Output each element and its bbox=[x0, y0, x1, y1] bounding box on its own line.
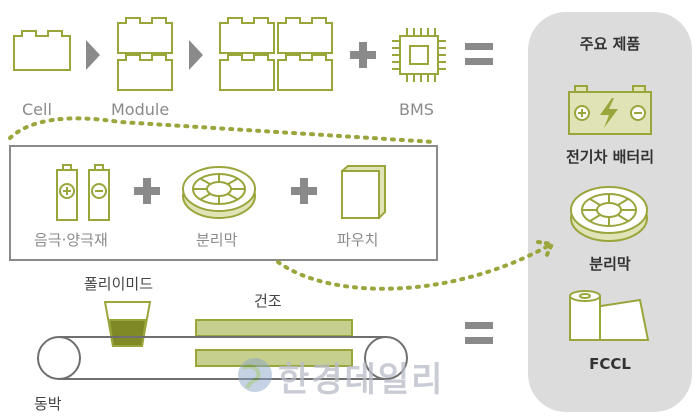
watermark: 한경데일리 bbox=[278, 360, 445, 400]
connector-arrowhead bbox=[536, 240, 555, 259]
product-ev-battery: 전기차 배터리 bbox=[565, 148, 655, 166]
roller-icon bbox=[37, 336, 408, 380]
label-cathode-anode: 음극·양극재 bbox=[34, 231, 108, 249]
label-module: Module bbox=[111, 100, 170, 119]
separator-roll-icon-2 bbox=[570, 186, 648, 242]
equals-icon-2 bbox=[465, 322, 493, 344]
pack-icon bbox=[219, 17, 333, 91]
label-drying: 건조 bbox=[254, 292, 282, 310]
dryer-bottom bbox=[195, 349, 353, 367]
cell-block-icon bbox=[13, 30, 71, 71]
plus-icon-3 bbox=[291, 178, 317, 204]
label-polyimide: 폴리이미드 bbox=[84, 275, 154, 293]
battery-icon bbox=[568, 85, 652, 135]
product-separator: 분리막 bbox=[589, 255, 631, 273]
pouch-icon bbox=[340, 165, 386, 220]
product-connector bbox=[276, 244, 550, 291]
arrow-right-icon-2 bbox=[189, 40, 203, 70]
module-icon bbox=[117, 17, 173, 91]
label-pouch: 파우치 bbox=[337, 231, 379, 249]
foil-roll-icon bbox=[569, 290, 650, 341]
separator-roll-icon bbox=[182, 166, 256, 219]
product-fccl: FCCL bbox=[589, 355, 631, 373]
plus-icon-2 bbox=[134, 178, 160, 204]
chip-icon bbox=[392, 28, 446, 82]
equals-icon bbox=[465, 43, 493, 65]
electrode-battery-icon bbox=[56, 164, 110, 221]
dryer-top bbox=[195, 319, 353, 337]
label-bms: BMS bbox=[399, 100, 434, 119]
label-separator: 분리막 bbox=[196, 231, 238, 249]
beaker-icon bbox=[103, 301, 152, 347]
plus-icon bbox=[350, 42, 376, 68]
label-copper-foil: 동박 bbox=[34, 395, 62, 413]
panel-title: 주요 제품 bbox=[579, 35, 641, 53]
materials-box bbox=[9, 145, 438, 261]
cell-connector bbox=[8, 116, 436, 144]
label-cell: Cell bbox=[22, 100, 52, 119]
globe-icon bbox=[238, 358, 272, 392]
arrow-right-icon bbox=[86, 40, 100, 70]
